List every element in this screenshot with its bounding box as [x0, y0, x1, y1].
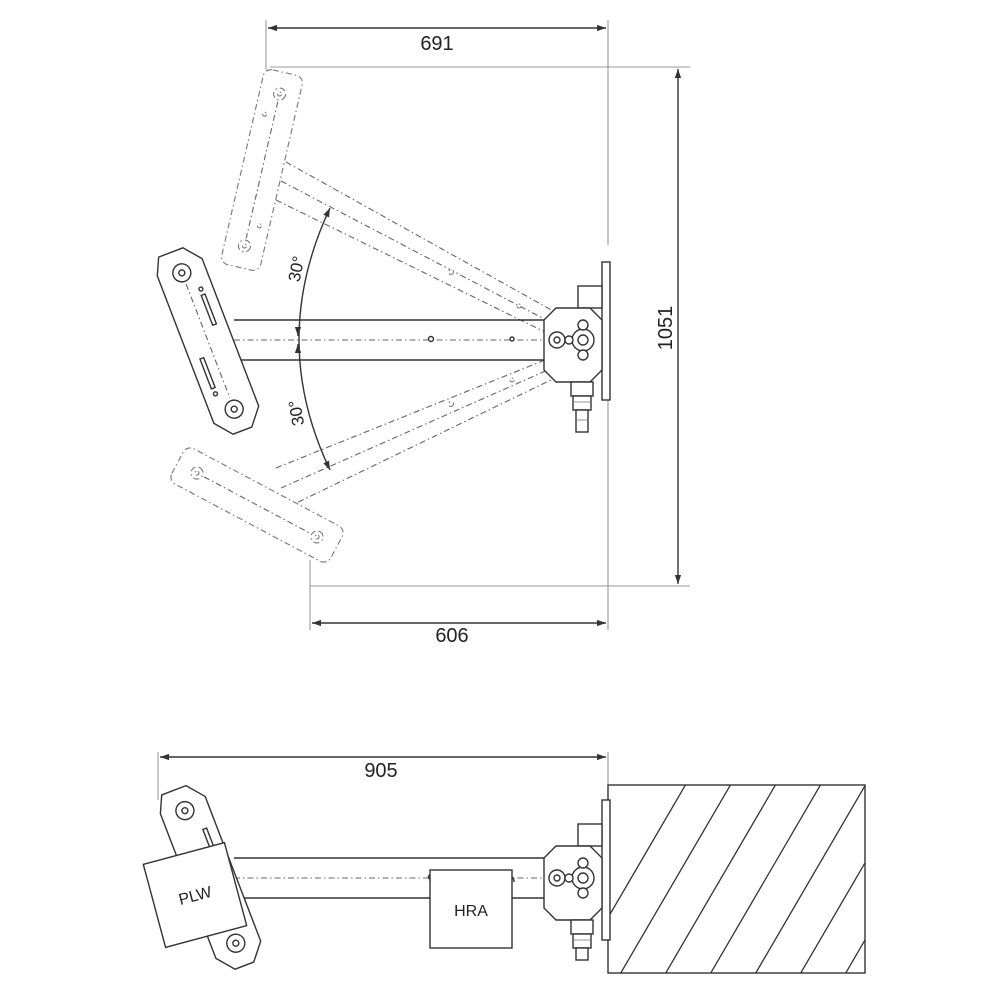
lower-ghost-arm — [170, 359, 556, 563]
dimension-1051: 1051 — [270, 66, 690, 587]
hra-label: HRA — [454, 903, 488, 920]
angle-upper-label: 30° — [285, 254, 309, 283]
upper-ghost-arm — [221, 69, 556, 333]
wall-bracket-side — [543, 799, 611, 961]
main-arm-head — [156, 247, 260, 435]
main-arm — [156, 247, 552, 435]
dimension-606-label: 606 — [435, 625, 468, 647]
dimension-905: 905 — [157, 752, 609, 800]
dimension-691-label: 691 — [420, 33, 453, 55]
wall-section — [607, 784, 866, 974]
side-view: 905 — [142, 752, 866, 974]
top-view: 691 1051 606 — [156, 20, 690, 647]
lower-ghost-head — [170, 447, 344, 563]
angle-indicator: 30° 30° — [285, 207, 331, 471]
angle-lower-label: 30° — [285, 399, 308, 428]
wall-bracket-top — [543, 261, 611, 433]
dimension-905-label: 905 — [364, 760, 397, 782]
dimension-691: 691 — [265, 20, 609, 245]
dimension-1051-label: 1051 — [655, 306, 677, 351]
hra-box: HRA — [429, 869, 515, 949]
plw-box: PLW — [142, 841, 248, 949]
dimension-606: 606 — [309, 395, 609, 647]
upper-ghost-head — [221, 69, 303, 271]
